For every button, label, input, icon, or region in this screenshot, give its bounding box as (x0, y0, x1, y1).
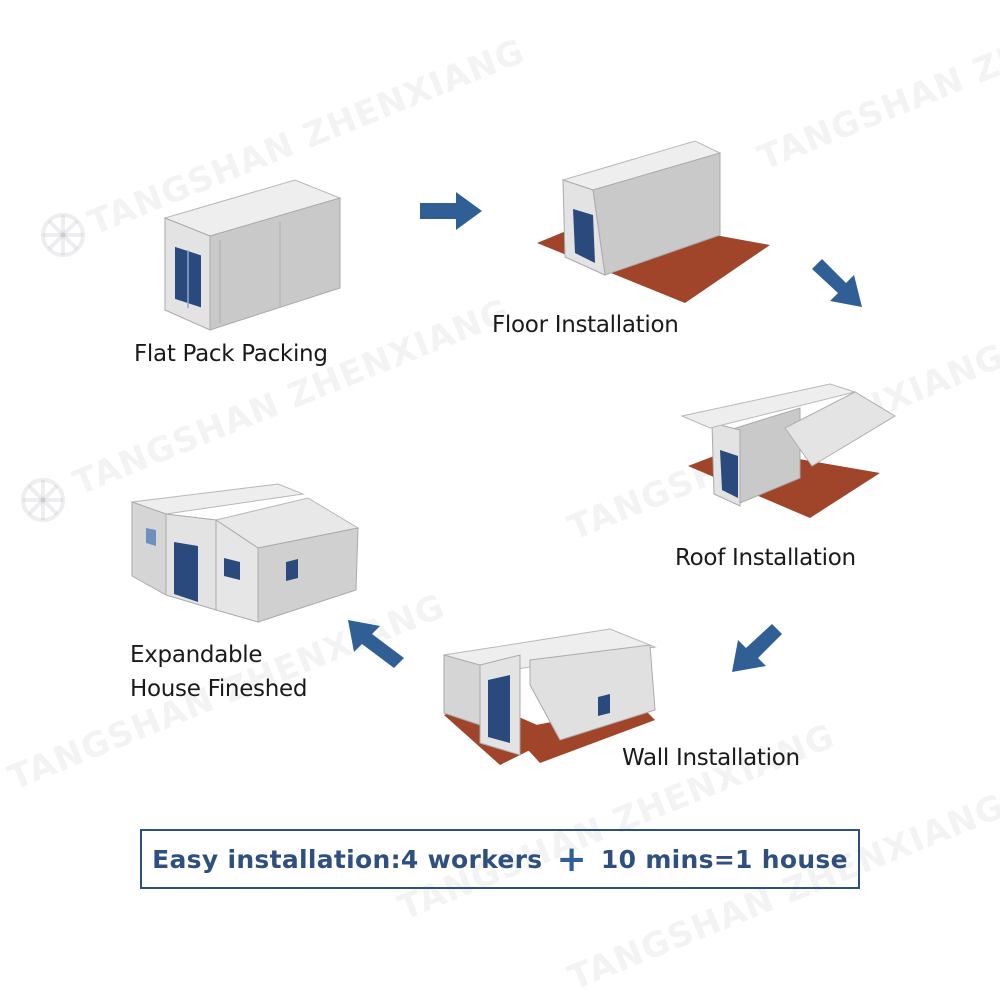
watermark-2: TANGSHAN ZHENXIANG (752, 0, 1000, 179)
watermark-logo-icon (41, 213, 85, 257)
step-label-finished: Expandable House Fineshed (130, 638, 307, 706)
arrow-right-icon (420, 192, 482, 230)
arrow-up-left-icon (348, 620, 404, 668)
installation-summary-banner: Easy installation:4 workers + 10 mins=1 … (140, 829, 860, 889)
step-label-roof: Roof Installation (675, 545, 856, 571)
step-label-floor: Floor Installation (492, 312, 679, 338)
step-label-finished-line1: Expandable (130, 642, 263, 668)
step-label-finished-line2: House Fineshed (130, 676, 308, 702)
wall-installation-image (442, 628, 657, 765)
banner-text-part1: Easy installation:4 workers (152, 844, 543, 874)
plus-icon: + (556, 838, 587, 880)
step-label-wall: Wall Installation (622, 745, 800, 771)
finished-house-image (131, 483, 360, 623)
arrow-down-left-icon (732, 624, 782, 672)
floor-installation-image (537, 140, 770, 303)
watermark-logo-icon (21, 478, 65, 522)
arrow-down-right-icon (812, 259, 862, 307)
banner-text-part2: 10 mins=1 house (600, 844, 848, 874)
roof-installation-image (680, 383, 896, 518)
step-label-flat-pack: Flat Pack Packing (134, 341, 328, 367)
flat-pack-container-image (163, 179, 342, 331)
